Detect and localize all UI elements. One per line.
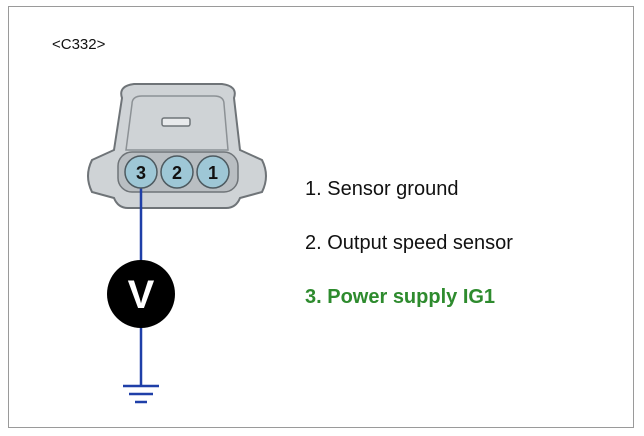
pin-function-list: 1. Sensor ground 2. Output speed sensor … (305, 172, 513, 334)
pin-1: 1 (196, 155, 230, 189)
pin-2: 2 (160, 155, 194, 189)
pin-2-label: 2 (172, 163, 182, 183)
pin-function-2: 2. Output speed sensor (305, 232, 513, 254)
diagram-frame (8, 6, 634, 428)
pin-function-1: 1. Sensor ground (305, 178, 459, 200)
connector-latch (161, 117, 191, 127)
pin-3-label: 3 (136, 163, 146, 183)
voltmeter-symbol: V (128, 273, 155, 317)
connector-inner-contour (125, 95, 229, 151)
voltmeter: V (107, 260, 175, 328)
voltmeter-body (107, 260, 175, 328)
pin-3: 3 (124, 155, 158, 189)
connector-id-label: <C332> (52, 36, 106, 53)
ground-icon (123, 384, 159, 404)
pin-function-3: 3. Power supply IG1 (305, 286, 496, 308)
pin-1-label: 1 (208, 163, 218, 183)
